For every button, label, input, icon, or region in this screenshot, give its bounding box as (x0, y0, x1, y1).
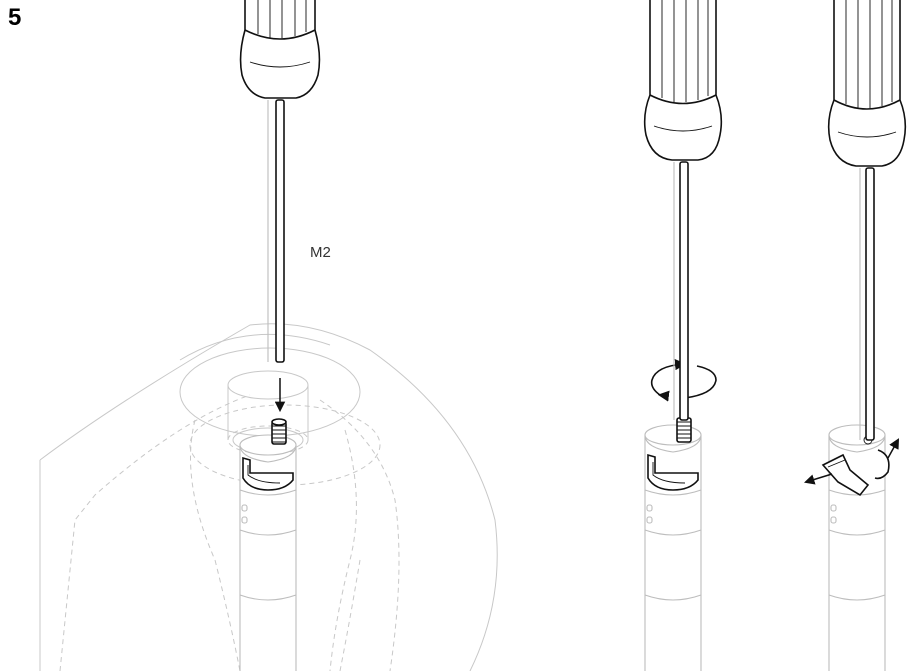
figure-rotate (643, 0, 723, 671)
step-number: 5 (8, 4, 22, 31)
screwdriver-handle (239, 0, 321, 99)
hex-key-size-label: M2 (310, 244, 331, 261)
retaining-clip (242, 456, 294, 491)
lamp-shell-outline (39, 323, 498, 671)
hex-key-shaft-2 (673, 161, 689, 421)
rotate-arrow (650, 359, 717, 402)
hex-key-shaft (267, 99, 285, 363)
set-screw-2 (676, 417, 692, 443)
figure-release (803, 0, 907, 671)
hex-key-shaft-3 (859, 167, 875, 441)
screwdriver-handle-3 (827, 0, 907, 167)
release-arrows (803, 438, 900, 485)
set-screw (271, 418, 287, 445)
retaining-clip-open (821, 449, 890, 497)
figure-insert (39, 0, 498, 671)
tube-ghost-3 (828, 490, 886, 671)
tube-ghost (239, 490, 297, 671)
screwdriver-handle-2 (643, 0, 723, 161)
tube-ghost-2 (644, 490, 702, 671)
retaining-clip-2 (647, 453, 699, 491)
